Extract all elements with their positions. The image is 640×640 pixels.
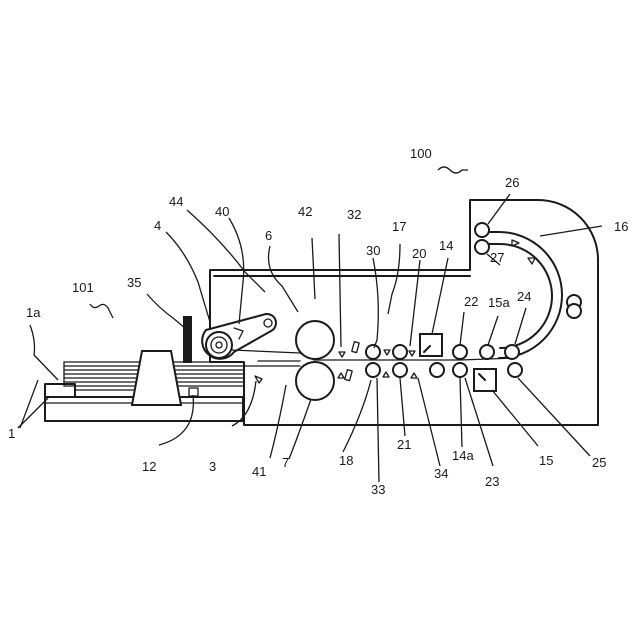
label-101: 101 [72,280,94,295]
label-34: 34 [434,466,448,481]
label-41: 41 [252,464,266,479]
label-6: 6 [265,228,272,243]
label-44: 44 [169,194,183,209]
label-17: 17 [392,219,406,234]
label-30: 30 [366,243,380,258]
label-7: 7 [282,455,289,470]
label-33: 33 [371,482,385,497]
label-100: 100 [410,146,432,161]
label-1: 1 [8,426,15,441]
label-40: 40 [215,204,229,219]
label-22: 22 [464,294,478,309]
label-23: 23 [485,474,499,489]
label-12: 12 [142,459,156,474]
label-1a: 1a [26,305,41,320]
label-18: 18 [339,453,353,468]
label-27: 27 [490,250,504,265]
label-32: 32 [347,207,361,222]
label-24: 24 [517,289,531,304]
label-21: 21 [397,437,411,452]
label-4: 4 [154,218,161,233]
label-15: 15 [539,453,553,468]
small-blocks [345,342,359,381]
label-26: 26 [505,175,519,190]
label-3: 3 [209,459,216,474]
label-14: 14 [439,238,453,253]
label-25: 25 [592,455,606,470]
label-35: 35 [127,275,141,290]
label-15a: 15a [488,295,510,310]
label-14a: 14a [452,448,474,463]
label-42: 42 [298,204,312,219]
label-20: 20 [412,246,426,261]
label-16: 16 [614,219,628,234]
